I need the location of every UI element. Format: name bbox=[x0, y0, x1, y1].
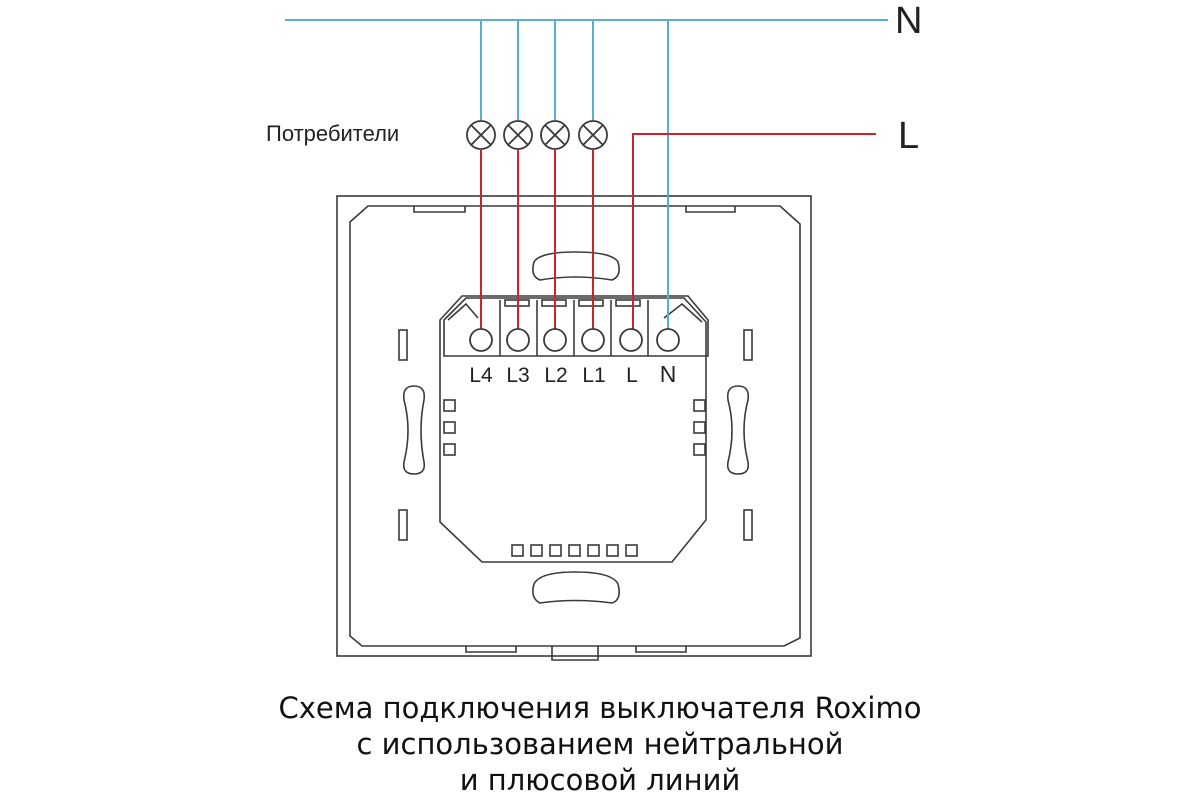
screw-terminal-l4 bbox=[469, 328, 493, 352]
screw-terminals bbox=[469, 328, 680, 352]
side-contact bbox=[693, 399, 706, 412]
neutral-bus-label: N bbox=[895, 0, 922, 42]
top-clip-left bbox=[413, 206, 466, 213]
terminal-corner-right bbox=[663, 302, 703, 323]
terminal-label: L3 bbox=[506, 364, 529, 387]
screw-terminal-l2 bbox=[543, 328, 567, 352]
caption-line: Схема подключения выключателя Roximo bbox=[278, 691, 922, 725]
terminal-block bbox=[443, 297, 707, 357]
switch-body bbox=[336, 195, 812, 661]
mount-slot-bottom bbox=[532, 571, 620, 604]
terminal-label: L1 bbox=[582, 364, 605, 387]
bottom-contact bbox=[587, 544, 600, 557]
side-contact bbox=[443, 443, 456, 456]
terminal-labels: L4 L3 L2 L1 L N bbox=[469, 361, 676, 387]
side-rib bbox=[743, 509, 753, 541]
bottom-contact bbox=[568, 544, 581, 557]
live-bus-label: L bbox=[898, 115, 919, 157]
screw-terminal-l3 bbox=[506, 328, 530, 352]
bottom-clip-right bbox=[635, 646, 687, 653]
lamp-icon bbox=[466, 120, 496, 150]
bottom-contact bbox=[549, 544, 562, 557]
mechanism-housing bbox=[439, 295, 709, 563]
mount-slot-top bbox=[532, 251, 620, 281]
caption-line: с использованием нейтральной bbox=[356, 727, 844, 761]
lamp-icon bbox=[578, 120, 608, 150]
screw-terminal-l1 bbox=[581, 328, 605, 352]
wires bbox=[285, 19, 888, 338]
mount-slot-left bbox=[402, 385, 426, 475]
caption-line: и плюсовой линий bbox=[459, 763, 741, 797]
consumer-lamps bbox=[466, 120, 608, 150]
side-contact bbox=[443, 421, 456, 434]
screw-terminal-l bbox=[619, 328, 643, 352]
terminal-label: L bbox=[626, 364, 638, 387]
mount-slot-right bbox=[726, 385, 750, 475]
bottom-clip-left bbox=[465, 646, 517, 653]
terminal-label: L4 bbox=[469, 364, 493, 387]
bottom-notch bbox=[551, 646, 599, 661]
terminal-tab bbox=[578, 299, 604, 307]
bottom-contact bbox=[625, 544, 638, 557]
terminal-corner-left bbox=[447, 302, 479, 321]
switch-inner-plate bbox=[349, 205, 801, 647]
top-clip-right bbox=[685, 206, 736, 213]
side-contact bbox=[693, 443, 706, 456]
side-contact bbox=[693, 421, 706, 434]
live-bus-wire bbox=[632, 133, 876, 338]
bottom-contact bbox=[530, 544, 543, 557]
side-rib bbox=[398, 329, 408, 361]
diagram-caption: Схема подключения выключателя Roximo с и… bbox=[0, 690, 1200, 798]
screw-terminal-n bbox=[656, 328, 680, 352]
switch-outer-frame bbox=[336, 195, 812, 657]
terminal-label: L2 bbox=[544, 364, 567, 387]
consumers-label: Потребители bbox=[266, 121, 399, 146]
side-rib bbox=[398, 509, 408, 541]
lamp-icon bbox=[503, 120, 533, 150]
lamp-icon bbox=[540, 120, 570, 150]
terminal-label: N bbox=[660, 361, 677, 387]
terminal-tab bbox=[615, 299, 641, 307]
bottom-contact bbox=[511, 544, 524, 557]
bottom-contact bbox=[606, 544, 619, 557]
side-rib bbox=[743, 329, 753, 361]
side-contact bbox=[443, 399, 456, 412]
